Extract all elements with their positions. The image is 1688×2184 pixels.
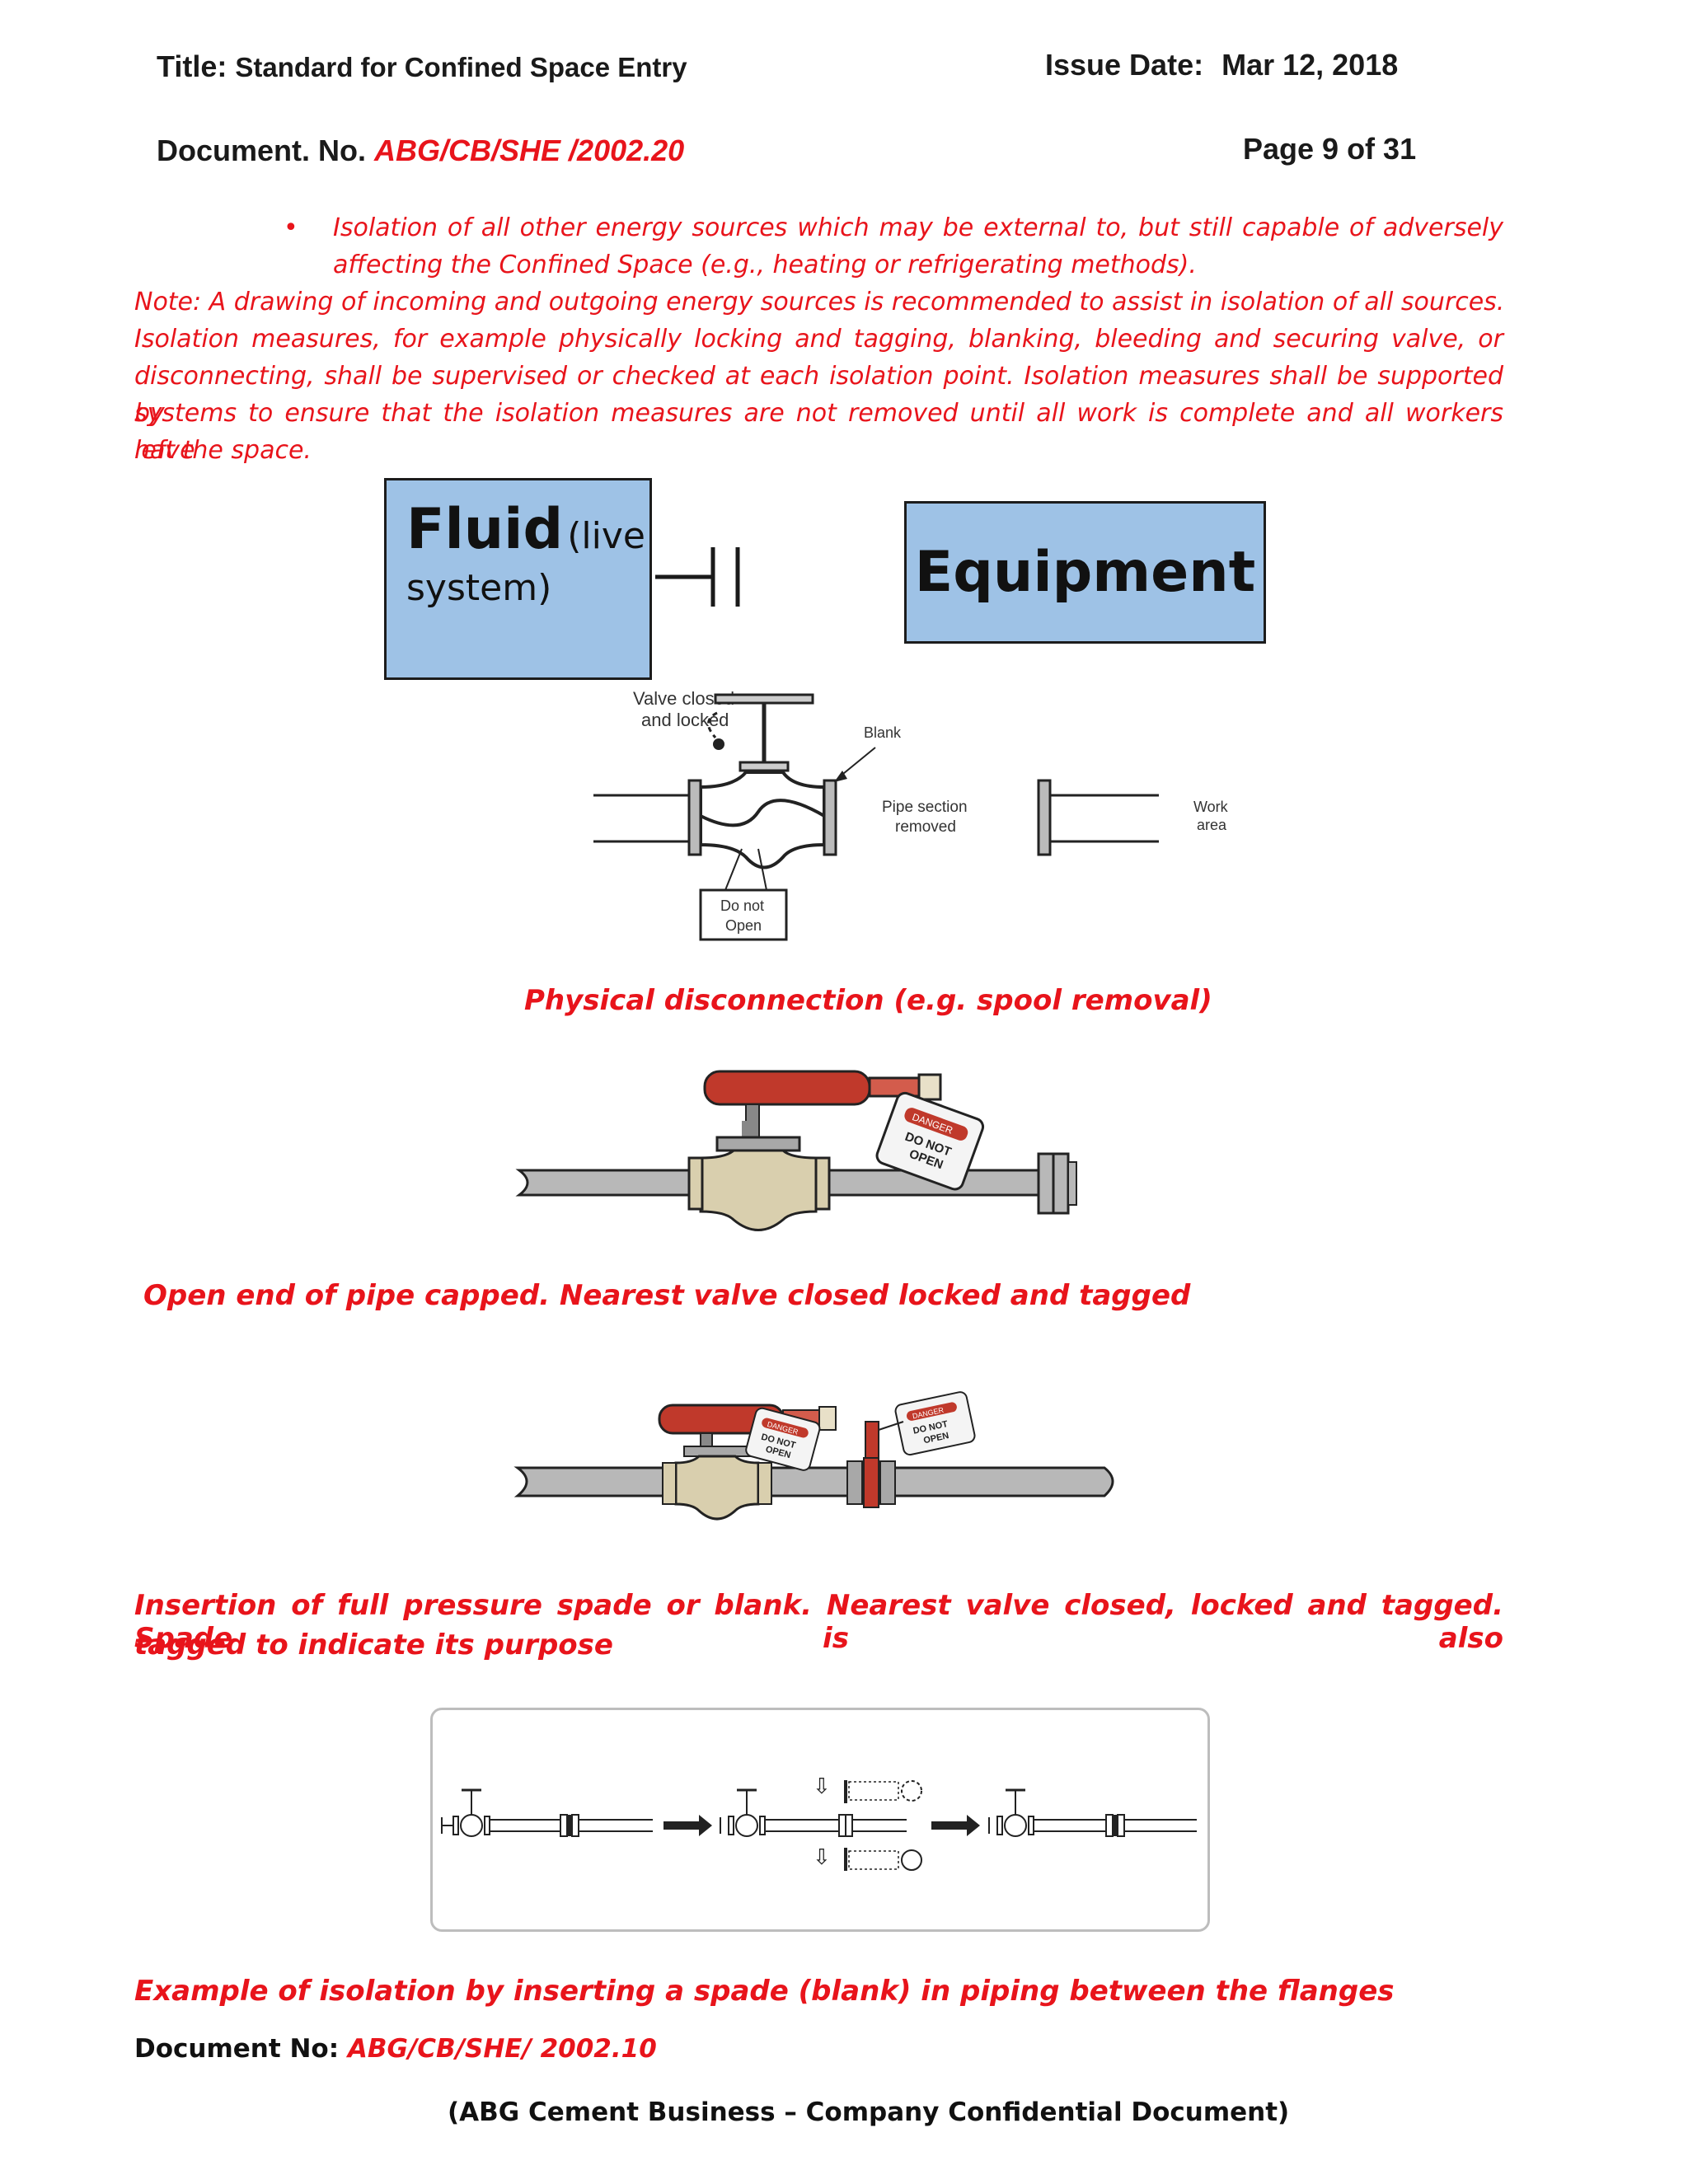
para-line2: disconnecting, shall be supervised or ch… [134, 362, 1503, 428]
fluid-label: Fluid (live [406, 497, 649, 562]
valve-danger-tag: DANGER DO NOT OPEN [745, 1407, 821, 1471]
note-text: Note: A drawing of incoming and outgoing… [134, 288, 1505, 316]
figure1-caption: Physical disconnection (e.g. spool remov… [524, 984, 1212, 1017]
blind-symbol [655, 547, 740, 607]
valve-body [699, 771, 826, 869]
figure4-caption: Example of isolation by inserting a spad… [134, 1975, 1395, 2008]
spade-blank [863, 1457, 879, 1508]
fluid-main: Fluid [406, 497, 564, 562]
spool-removal-illustration: Valve closed and locked Blank Pipe secti… [593, 688, 1229, 941]
footer-doc-value: ABG/CB/SHE/ 2002.10 [347, 2034, 657, 2064]
work-area-label-2: area [1197, 817, 1227, 833]
sequence-step-1 [441, 1788, 653, 1837]
spade-insertion-illustration: DANGER DO NOT OPEN DANGER DO NOT OPEN [513, 1391, 1114, 1521]
arrow-icon [931, 1815, 980, 1836]
bullet-marker: • [284, 213, 298, 242]
fluid-paren: (live [567, 515, 645, 557]
danger-tag: DANGER DO NOT OPEN [875, 1091, 985, 1191]
doc-label: Document. No. [157, 134, 367, 167]
figure3-caption-line2: tagged to indicate its purpose [134, 1629, 613, 1661]
title-label: Title: [157, 49, 227, 83]
capped-pipe-illustration: DANGER DO NOT OPEN [515, 1070, 1077, 1231]
bullet-text-line1: Isolation of all other energy sources wh… [333, 213, 1503, 242]
title-value: Standard for Confined Space Entry [235, 52, 687, 82]
para-line1: Isolation measures, for example physical… [134, 325, 1503, 354]
pipe-removed-label-2: removed [895, 818, 956, 836]
equipment-label: Equipment [914, 540, 1256, 605]
svg-text:⇩: ⇩ [813, 1774, 831, 1798]
header-doc-no: Document. No. ABG/CB/SHE /2002.20 [157, 134, 684, 168]
end-cap-flange [1037, 1152, 1055, 1215]
footer-doc-no: Document No: ABG/CB/SHE/ 2002.10 [134, 2034, 657, 2064]
work-area-label-1: Work [1193, 799, 1229, 815]
valve-handwheel [714, 693, 814, 705]
do-not-open-tag [699, 888, 788, 941]
spade-danger-tag: DANGER DO NOT OPEN [894, 1391, 976, 1456]
header-title: Title: Standard for Confined Space Entry [157, 49, 687, 84]
doc-value: ABG/CB/SHE /2002.20 [374, 134, 685, 167]
bullet-text-line2: affecting the Confined Space (e.g., heat… [333, 251, 1197, 279]
tag-line2: Open [725, 917, 762, 934]
footer-confidential: (ABG Cement Business – Company Confident… [448, 2097, 1290, 2127]
page-number: Page 9 of 31 [1243, 132, 1417, 166]
issue-label: Issue Date: [1045, 48, 1204, 82]
equipment-box: Equipment [904, 501, 1266, 644]
spade-sequence-illustration: ⇩ ⇩ [441, 1774, 1197, 1871]
para-line4: left the space. [134, 436, 312, 465]
sequence-step-2: ⇩ ⇩ [720, 1774, 922, 1871]
figure2-caption: Open end of pipe capped. Nearest valve c… [143, 1279, 1191, 1312]
figure3-caption-line1: Insertion of full pressure spade or blan… [134, 1589, 1503, 1655]
fluid-line2: system) [406, 567, 552, 609]
valve-body [674, 1455, 760, 1521]
sequence-step-3 [988, 1788, 1197, 1837]
blank-label: Blank [864, 724, 902, 741]
tag-line1: Do not [720, 898, 764, 914]
issue-value: Mar 12, 2018 [1221, 48, 1399, 82]
red-actuator [703, 1070, 871, 1106]
svg-text:⇩: ⇩ [813, 1844, 831, 1869]
valve-body [699, 1149, 818, 1231]
header-issue-date: Issue Date: Mar 12, 2018 [1045, 48, 1398, 82]
footer-doc-label: Document No: [134, 2034, 340, 2064]
fluid-box: Fluid (live system) [384, 478, 652, 680]
pipe-removed-label-1: Pipe section [882, 799, 968, 816]
para-line3: systems to ensure that the isolation mea… [134, 399, 1503, 465]
arrow-icon [663, 1815, 712, 1836]
